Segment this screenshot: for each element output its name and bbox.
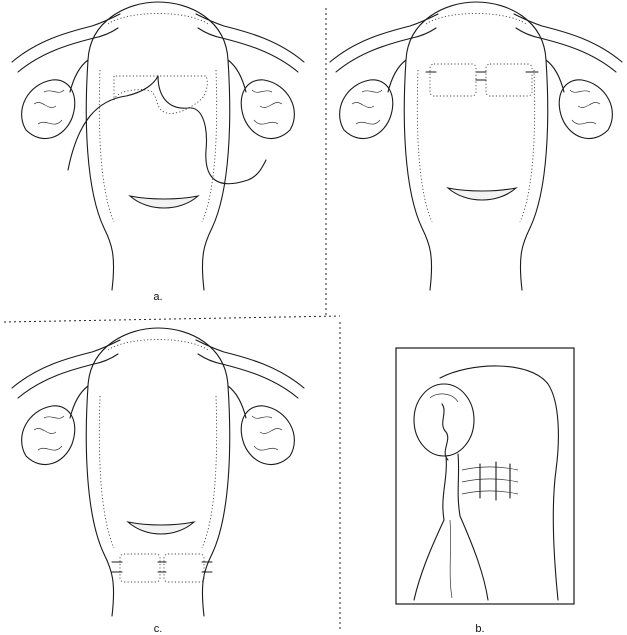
panel-top-right [330,2,622,290]
panel-b [396,348,574,604]
panel-b-frame [396,348,574,604]
panel-c [12,328,304,616]
panel-c-label: c. [154,623,163,635]
horizontal-separator [4,316,340,322]
panel-a [12,2,304,290]
panel-b-label: b. [475,623,484,635]
panel-a-label: a. [153,291,162,303]
